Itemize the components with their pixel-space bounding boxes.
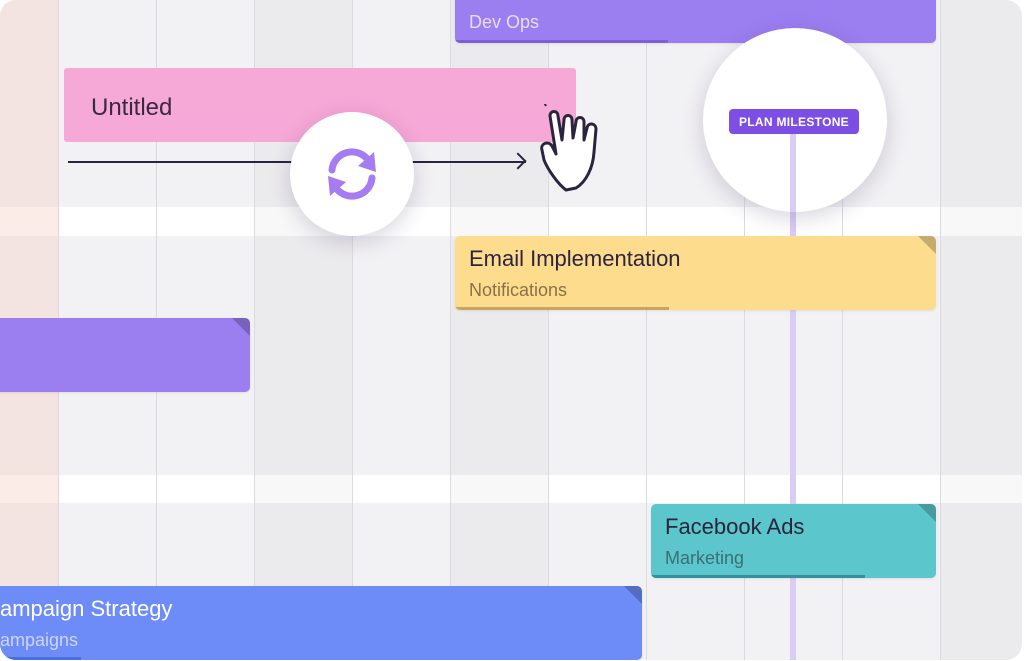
milestone-line <box>790 120 796 660</box>
grid-line <box>940 0 941 660</box>
sync-icon <box>328 148 376 200</box>
task-corner-fold-icon <box>232 318 250 336</box>
task-corner-fold-icon <box>624 586 642 604</box>
task-progress <box>455 40 668 43</box>
task-title: ampaign Strategy <box>0 596 173 621</box>
plan-milestone-badge[interactable]: PLAN MILESTONE <box>729 109 859 134</box>
task-progress <box>455 307 669 310</box>
grid-line <box>352 0 353 660</box>
task-corner-fold-icon <box>918 504 936 522</box>
task-title: Email Implementation <box>469 246 681 271</box>
milestone-line <box>790 120 796 212</box>
milestone-zoom: PLAN MILESTONE <box>703 28 887 212</box>
task-bar-dev-ops[interactable]: Dev Ops <box>455 0 936 43</box>
task-corner-fold-icon <box>918 236 936 254</box>
lane-separator <box>0 207 1022 236</box>
task-bar-campaign-strategy[interactable]: ampaign Strategy ampaigns <box>0 586 642 660</box>
grid-line <box>254 0 255 660</box>
task-bar-facebook-ads[interactable]: Facebook Ads Marketing <box>651 504 936 578</box>
task-bar[interactable] <box>0 318 250 392</box>
task-subtitle: Dev Ops <box>469 12 540 32</box>
grid-line <box>744 0 745 660</box>
grid-line <box>548 0 549 660</box>
task-title: Facebook Ads <box>665 514 805 539</box>
grid-line <box>646 0 647 660</box>
task-subtitle: Notifications <box>469 280 568 300</box>
lane-separator <box>0 475 1022 503</box>
task-bar-email-implementation[interactable]: Email Implementation Notifications <box>455 236 936 310</box>
hand-pointer-icon <box>540 104 598 192</box>
grid-line <box>842 0 843 660</box>
task-title: Untitled <box>91 94 173 121</box>
sync-button[interactable] <box>290 112 414 236</box>
task-progress <box>0 657 81 660</box>
weekend-shade <box>940 0 1022 660</box>
task-subtitle: ampaigns <box>0 630 79 650</box>
task-progress <box>651 575 865 578</box>
task-subtitle: Marketing <box>665 548 745 568</box>
grid-line <box>450 0 451 660</box>
